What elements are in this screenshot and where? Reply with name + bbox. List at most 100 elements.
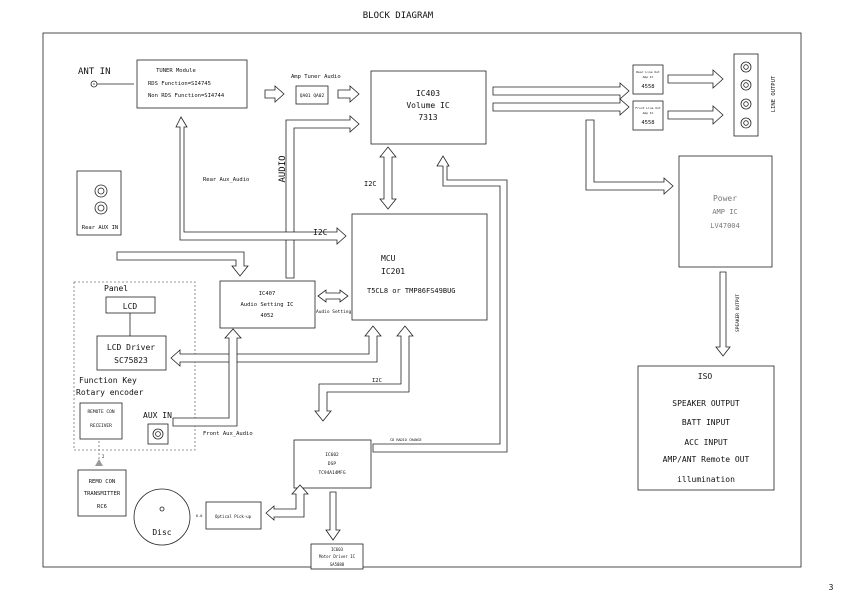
power-to-iso-arrow: [715, 271, 731, 357]
ic403-part: 7313: [418, 113, 437, 122]
ic603-part: SA5888: [330, 562, 345, 567]
i2c-vertical-label: I2C: [364, 180, 377, 188]
mcu-ic602-i2c-arrow: [314, 325, 414, 422]
rear-aux-audio-label: Rear Aux_Audio: [203, 177, 249, 183]
qa01-qa02-box: [295, 85, 329, 105]
rear-aux-in-box: [76, 170, 122, 236]
pickup-ic602-arrow: [265, 484, 309, 521]
amp-tuner-audio-label: Amp Tuner Audio: [291, 74, 341, 80]
ic403-volume-ic-box: [370, 70, 487, 145]
remote-link-mark: 2: [102, 454, 105, 459]
ic602-function: DSP: [328, 461, 336, 467]
line-output-connector-box: [733, 53, 759, 137]
mcu-box: [351, 213, 488, 321]
power-amp-ic-box: [678, 155, 773, 268]
disc-hole-icon: [159, 506, 165, 512]
optical-spec-label: 6.0: [196, 514, 202, 518]
ic403-to-rear-amp-arrow: [492, 82, 630, 100]
ic603-title: IC603: [331, 547, 344, 552]
disc-label: Disc: [152, 528, 171, 537]
line-output-jack-icons: [740, 61, 752, 129]
remote-receiver-l2: RECEIVER: [90, 423, 112, 429]
remote-transmitter-l1: REMO CON: [89, 479, 116, 485]
ic403-title: IC403: [416, 89, 440, 98]
ant-in-label: ANT IN: [78, 67, 111, 77]
rear-line-out-amp-box: [632, 64, 664, 95]
audio-setting-label: Audio Setting: [316, 309, 352, 315]
ic602-title: IC602: [325, 452, 339, 458]
ic603-function: Motor Driver IC: [319, 554, 356, 559]
ic602-to-ic403-arrow: [372, 155, 508, 453]
ic407-audio-setting-box: [219, 280, 316, 329]
i2c-bottom-label: I2C: [372, 378, 382, 384]
ic407-to-ic403-arrow: [285, 115, 360, 279]
ic407-part: 4052: [260, 313, 273, 319]
optical-pickup-box: [205, 501, 262, 530]
ic603-motor-driver-box: [310, 543, 364, 570]
iso-batt-input: BATT INPUT: [682, 418, 730, 427]
mcu-title: MCU: [381, 254, 396, 263]
lcd-box: [105, 296, 156, 314]
tuner-to-qa-arrow: [264, 85, 285, 103]
front-aux-jack-icon: [152, 428, 164, 440]
lcd-driver-part: SC75823: [114, 356, 148, 365]
diagram-frame: [42, 32, 802, 568]
front-line-out-amp-l1: Front Line Out: [635, 106, 660, 110]
ic403-to-power-amp-arrow: [585, 119, 674, 195]
ic407-title: IC407: [259, 291, 276, 297]
cd-radio-change-label: CD RADIO CHANGE: [390, 438, 422, 442]
optical-pickup-label: Optical Pick-up: [215, 514, 252, 519]
page-number: 3: [829, 583, 834, 592]
front-aux-to-ic407-arrow: [172, 328, 242, 427]
panel-title: Panel: [104, 284, 128, 293]
tuner-rds-function: RDS Function=SI4745: [148, 81, 211, 87]
rotary-encoder-label: Rotary encoder: [76, 388, 144, 397]
tuner-non-rds-function: Non RDS Function=SI4744: [148, 93, 225, 99]
iso-speaker-output: SPEAKER OUTPUT: [672, 399, 740, 408]
rear-line-out-amp-l3: 4558: [641, 84, 654, 90]
ic403-mcu-i2c-arrow: [379, 146, 397, 210]
i2c-horizontal-label: I2C: [313, 228, 328, 237]
power-amp-function: AMP IC: [712, 208, 737, 216]
rear-line-out-amp-l1: Rear Line Out: [636, 70, 660, 74]
qa01-qa02-label: QA01 QA02: [300, 93, 325, 99]
qa-to-ic403-arrow: [337, 85, 360, 103]
front-amp-to-line-output-arrow: [667, 105, 724, 125]
lcd-driver-box: [96, 335, 167, 371]
rear-aux-to-ic407-arrow: [116, 251, 249, 277]
rear-amp-to-line-output-arrow: [667, 69, 724, 89]
rear-aux-jack-icons: [94, 184, 108, 215]
tuner-mcu-i2c-arrow: [175, 116, 347, 245]
iso-connector-box: [637, 365, 775, 491]
iso-illumination: illumination: [677, 475, 735, 484]
function-key-label: Function Key: [79, 376, 137, 385]
tuner-module-box: [136, 59, 248, 109]
lcd-driver-title: LCD Driver: [107, 343, 155, 352]
antenna-connector-icon: [90, 80, 134, 88]
disc-icon: [133, 488, 191, 546]
speaker-output-vertical-label: SPEAKER OUTPUT: [735, 294, 741, 332]
page-title: BLOCK DIAGRAM: [363, 11, 434, 21]
front-aux-in-box: [147, 423, 169, 445]
rear-aux-in-label: Rear AUX IN: [82, 225, 118, 231]
ic602-to-ic603-arrow: [325, 491, 341, 541]
tuner-module-title: TUNER Module: [156, 68, 196, 74]
audio-vertical-label: AUDIO: [278, 155, 288, 182]
remote-transmitter-box: [77, 469, 127, 517]
ic602-part: TC94A14MFG: [318, 470, 345, 476]
ic403-to-front-amp-arrow: [492, 98, 630, 116]
remote-transmitter-l2: TRANSMITTER: [84, 491, 121, 497]
front-line-out-amp-l2: Amp IC: [643, 111, 654, 115]
front-line-out-amp-box: [632, 100, 664, 131]
panel-region: [73, 281, 196, 451]
ic407-function: Audio Setting IC: [241, 302, 294, 308]
remote-link-arrowhead: [95, 459, 103, 466]
lcd-label: LCD: [123, 302, 138, 311]
mcu-to-lcd-driver-arrow: [170, 325, 382, 367]
remote-transmitter-l3: RC6: [97, 504, 107, 510]
remote-receiver-box: [79, 402, 123, 440]
aux-in-label: AUX IN: [143, 411, 172, 420]
iso-title: ISO: [698, 372, 713, 381]
rear-line-out-amp-l2: Amp IC: [643, 75, 654, 79]
